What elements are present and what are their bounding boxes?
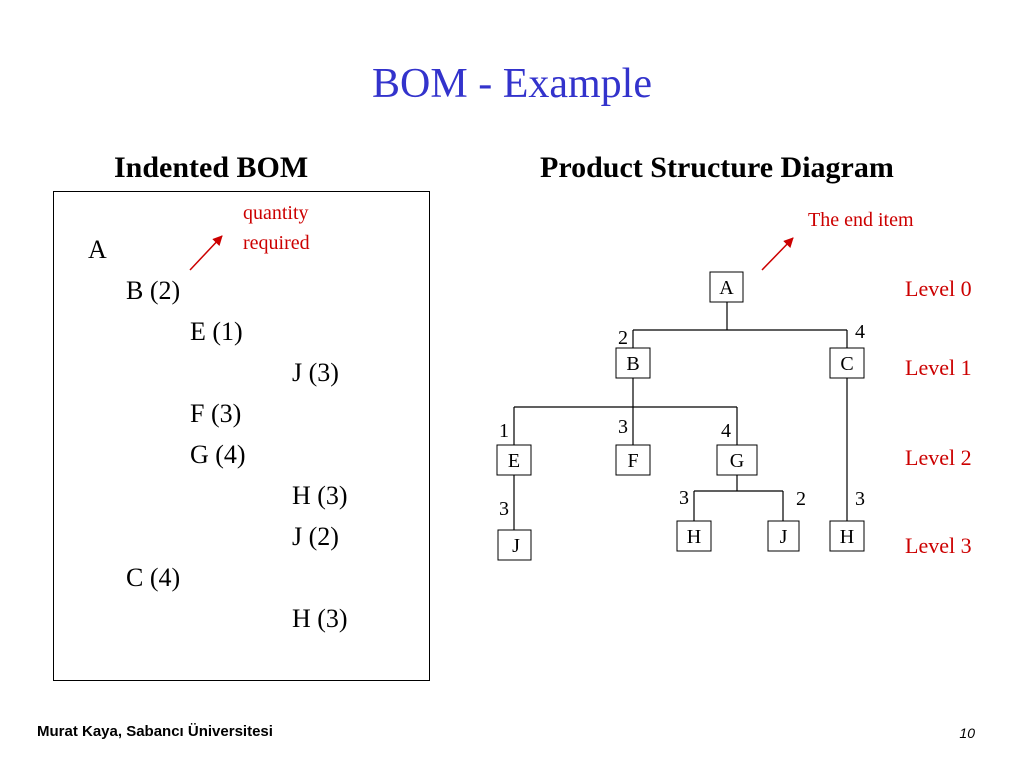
node-label: H (687, 526, 701, 548)
annotation-line-2: required (243, 232, 310, 254)
node-F: F (615, 444, 651, 476)
node-C: C (829, 347, 865, 379)
level-0-label: Level 0 (905, 276, 972, 301)
node-label: E (508, 450, 520, 472)
bom-line: A (88, 235, 107, 264)
qty-H-under-G: 3 (679, 487, 689, 509)
diagram-connectors (513, 302, 848, 530)
indented-bom-box (53, 191, 430, 681)
bom-line: G (4) (190, 440, 246, 469)
qty-E: 1 (499, 420, 509, 442)
slide-title: BOM - Example (372, 61, 652, 107)
qty-G: 4 (721, 420, 731, 442)
bom-line: J (2) (292, 522, 339, 551)
node-J-under-G: J (767, 520, 800, 552)
node-B: B (615, 347, 651, 379)
node-label: G (730, 450, 744, 472)
node-H-under-G: H (676, 520, 712, 552)
qty-F: 3 (618, 416, 628, 438)
node-H-under-C: H (829, 520, 865, 552)
quantity-required-annotation: quantity required (243, 198, 310, 258)
qty-J-under-E: 3 (499, 498, 509, 520)
node-label: H (840, 526, 854, 548)
node-G: G (716, 444, 758, 476)
qty-H-under-C: 3 (855, 488, 865, 510)
node-label: A (719, 277, 734, 299)
level-1-label: Level 1 (905, 355, 972, 380)
node-J-under-E: J (497, 529, 532, 561)
footer-author: Murat Kaya, Sabancı Üniversitesi (37, 723, 273, 740)
node-label: B (626, 353, 639, 375)
bom-line: F (3) (190, 399, 242, 428)
node-label: C (840, 353, 853, 375)
bom-line: J (3) (292, 358, 339, 387)
level-3-label: Level 3 (905, 533, 972, 558)
indented-bom-heading: Indented BOM (114, 151, 309, 184)
bom-line: B (2) (126, 276, 181, 305)
page-number: 10 (959, 725, 975, 741)
bom-line: H (3) (292, 481, 348, 510)
product-structure-heading: Product Structure Diagram (540, 151, 894, 184)
quantity-arrow (189, 235, 223, 271)
node-label: F (627, 450, 638, 472)
qty-C: 4 (855, 321, 865, 343)
end-item-arrow (761, 237, 794, 271)
annotation-line-1: quantity (243, 202, 309, 224)
qty-B: 2 (618, 327, 628, 349)
node-E: E (496, 444, 532, 476)
bom-line: E (1) (190, 317, 243, 346)
node-A: A (709, 271, 744, 303)
end-item-annotation: The end item (808, 209, 914, 231)
node-label: J (512, 535, 520, 557)
bom-line: H (3) (292, 604, 348, 633)
bom-line: C (4) (126, 563, 181, 592)
level-2-label: Level 2 (905, 445, 972, 470)
qty-J-under-G: 2 (796, 488, 806, 510)
node-label: J (780, 526, 788, 548)
